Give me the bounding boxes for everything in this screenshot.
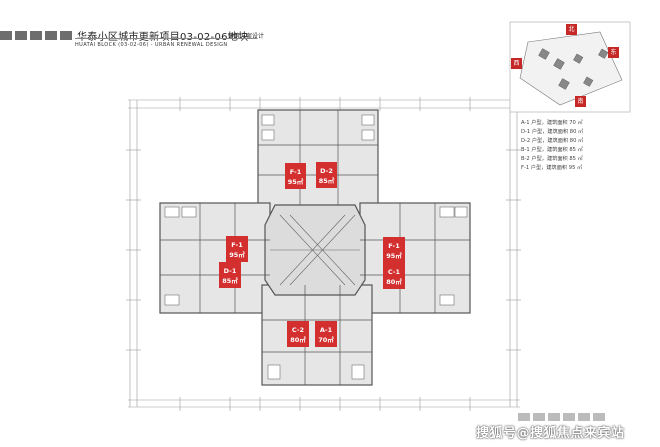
unit-area: 80㎡ [386,277,402,286]
unit-badge [285,163,306,189]
site-key-map [509,21,631,113]
title-underline [75,38,257,39]
unit-area: 80㎡ [290,335,306,344]
unit-code: C-2 [292,326,304,334]
compass-west-label: 西 [511,58,522,69]
unit-badge [226,236,248,262]
page-subtitle: 建筑方案设计 [228,33,265,40]
legend-item: D-1 户型，建筑面积 80 ㎡ [521,128,584,135]
dimension-lines [126,97,521,411]
unit-area: 95㎡ [386,251,402,260]
legend-item: F-1 户型，建筑面积 95 ㎡ [521,164,583,171]
unit-code: F-1 [388,242,400,250]
legend-item: B-1 户型，建筑面积 85 ㎡ [521,146,583,153]
unit-code: A-1 [320,326,333,334]
unit-badge [383,237,405,263]
central-core [264,204,366,296]
unit-code: C-1 [388,268,401,276]
unit-badge [383,263,405,289]
unit-code: D-2 [320,167,333,175]
header-decoration-bars [0,31,72,40]
unit-code: D-1 [224,267,237,275]
unit-badge [219,262,241,288]
watermark: 搜狐号@搜狐焦点来宾站 [476,426,625,441]
unit-area: 95㎡ [229,250,245,259]
page-title: 华泰小区城市更新项目03-02-06地块 [77,28,248,43]
unit-badges: F-1 95㎡ D-2 85㎡ F-1 95㎡ F-1 95㎡ D-1 85㎡ … [219,162,405,347]
legend-item: B-2 户型，建筑面积 85 ㎡ [521,155,583,162]
page-title-english: HUATAI BLOCK (03-02-06) - URBAN RENEWAL … [75,42,228,48]
unit-badge [287,321,309,347]
fixtures [164,114,468,380]
unit-badge [315,321,337,347]
unit-area: 70㎡ [318,335,334,344]
unit-code: F-1 [231,241,243,249]
unit-area: 85㎡ [222,276,238,285]
building-wings [159,109,471,386]
unit-code: F-1 [290,168,302,176]
footer-decoration [518,413,605,421]
unit-area: 95㎡ [288,177,304,186]
unit-legend: A-1 户型，建筑面积 70 ㎡ D-1 户型，建筑面积 80 ㎡ D-2 户型… [521,119,583,172]
compass-north-label: 北 [566,24,577,35]
compass-east-label: 东 [608,47,619,58]
legend-item: A-1 户型，建筑面积 70 ㎡ [521,120,583,126]
unit-area: 85㎡ [319,176,335,185]
compass-south-label: 南 [575,96,586,107]
unit-badge [316,162,337,188]
legend-item: D-2 户型，建筑面积 80 ㎡ [521,137,584,144]
